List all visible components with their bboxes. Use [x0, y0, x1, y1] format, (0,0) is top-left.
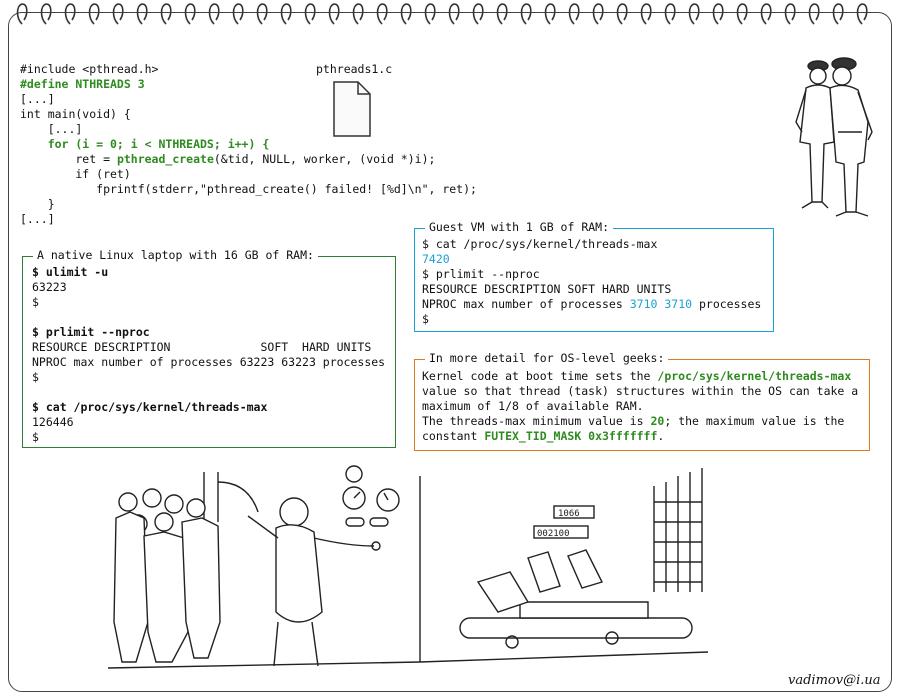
spiral-ring [352, 3, 364, 25]
counter-top-text: 1066 [558, 509, 580, 519]
native-out-prlimit-row: NPROC max number of processes 63223 6322… [32, 355, 386, 369]
spiral-binding [16, 3, 868, 25]
native-out-ulimit: 63223 [32, 280, 67, 294]
spiral-ring [424, 3, 436, 25]
spiral-ring [160, 3, 172, 25]
spiral-ring [184, 3, 196, 25]
guest-hard-value: 3710 [664, 297, 693, 311]
file-name-label: pthreads1.c [316, 62, 393, 76]
spiral-ring [88, 3, 100, 25]
spiral-ring [640, 3, 652, 25]
guest-soft-value: 3710 [629, 297, 658, 311]
spiral-ring [136, 3, 148, 25]
guest-out-prlimit-header: RESOURCE DESCRIPTION SOFT HARD UNITS [422, 282, 672, 296]
spiral-ring [400, 3, 412, 25]
spiral-ring [232, 3, 244, 25]
spiral-ring [64, 3, 76, 25]
spiral-ring [376, 3, 388, 25]
guest-cmd-prlimit: $ prlimit --nproc [422, 267, 540, 281]
detail-line-3: maximum of 1/8 of available RAM. [422, 399, 644, 413]
spiral-ring [808, 3, 820, 25]
spiral-ring [208, 3, 220, 25]
guest-prompt: $ [422, 312, 429, 326]
factory-cartoon-illustration: 1066 002100 [108, 465, 708, 669]
native-prompt-1: $ [32, 295, 39, 309]
counter-bottom-text: 002100 [537, 529, 570, 539]
spiral-ring [280, 3, 292, 25]
guest-cmd-threads-max: $ cat /proc/sys/kernel/threads-max [422, 237, 658, 251]
spiral-ring [304, 3, 316, 25]
code-line: [...] [20, 122, 83, 136]
spiral-ring [760, 3, 772, 25]
native-cmd-ulimit: $ ulimit -u [32, 265, 109, 279]
spiral-ring [472, 3, 484, 25]
code-line: for (i = 0; i < NTHREADS; i++) { [20, 137, 270, 151]
spiral-ring [520, 3, 532, 25]
native-out-prlimit-header: RESOURCE DESCRIPTION SOFT HARD UNITS [32, 340, 372, 354]
detail-line-4: The threads-max minimum value is 20; the… [422, 414, 845, 428]
native-prompt-2: $ [32, 370, 39, 384]
os-detail-panel: In more detail for OS-level geeks: Kerne… [414, 351, 870, 451]
code-line: [...] [20, 212, 55, 226]
author-signature: vadimov@i.ua [788, 673, 881, 688]
file-icon [333, 81, 371, 137]
native-cmd-threads-max: $ cat /proc/sys/kernel/threads-max [32, 400, 268, 414]
code-line: fprintf(stderr,"pthread_create() failed!… [20, 182, 477, 196]
detail-line-1: Kernel code at boot time sets the /proc/… [422, 369, 852, 383]
detail-line-2: value so that thread (task) structures w… [422, 384, 859, 398]
guest-out-prlimit-row: NPROC max number of processes 3710 3710 … [422, 297, 762, 311]
spiral-ring [16, 3, 28, 25]
code-line: #define NTHREADS 3 [20, 77, 145, 91]
spiral-ring [496, 3, 508, 25]
spiral-ring [328, 3, 340, 25]
spiral-ring [832, 3, 844, 25]
code-line: ret = pthread_create(&tid, NULL, worker,… [20, 152, 436, 166]
guest-out-threads-max: 7420 [422, 252, 450, 266]
native-out-threads-max: 126446 [32, 415, 74, 429]
spiral-ring [592, 3, 604, 25]
spiral-ring [544, 3, 556, 25]
code-listing: #include <pthread.h>#define NTHREADS 3[.… [20, 62, 477, 227]
code-line: #include <pthread.h> [20, 62, 159, 76]
spiral-ring [112, 3, 124, 25]
spiral-ring [856, 3, 868, 25]
spiral-ring [616, 3, 628, 25]
spiral-ring [448, 3, 460, 25]
spiral-ring [256, 3, 268, 25]
native-prompt-3: $ [32, 430, 39, 444]
spiral-ring [736, 3, 748, 25]
spiral-ring [712, 3, 724, 25]
spiral-ring [688, 3, 700, 25]
detail-line-5: constant FUTEX_TID_MASK 0x3fffffff. [422, 429, 665, 443]
detail-panel-title: In more detail for OS-level geeks: [425, 351, 669, 366]
spiral-ring [664, 3, 676, 25]
spiral-ring [40, 3, 52, 25]
guest-vm-panel: Guest VM with 1 GB of RAM: $ cat /proc/s… [414, 220, 774, 332]
spiral-ring [568, 3, 580, 25]
native-cmd-prlimit: $ prlimit --nproc [32, 325, 150, 339]
two-men-illustration [795, 57, 873, 217]
native-panel-title: A native Linux laptop with 16 GB of RAM: [33, 248, 318, 263]
native-linux-panel: A native Linux laptop with 16 GB of RAM:… [22, 248, 396, 448]
spiral-ring [784, 3, 796, 25]
code-line: } [20, 197, 55, 211]
guest-panel-title: Guest VM with 1 GB of RAM: [425, 220, 614, 235]
code-line: if (ret) [20, 167, 131, 181]
code-line: [...] [20, 92, 55, 106]
code-line: int main(void) { [20, 107, 131, 121]
